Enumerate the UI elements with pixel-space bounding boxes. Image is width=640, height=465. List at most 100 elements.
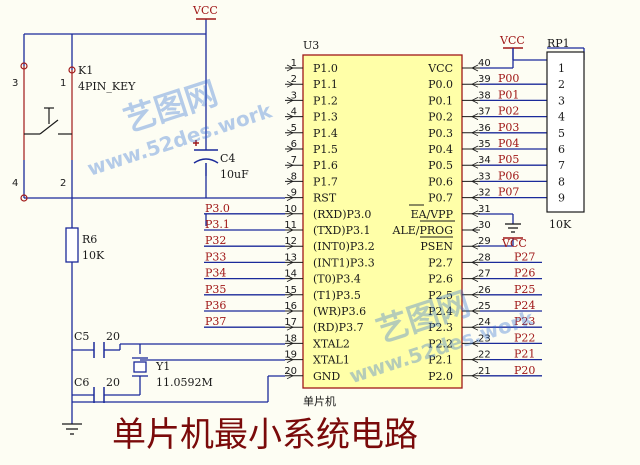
u3-pin-number: 16	[284, 301, 297, 312]
u3-pin-name: P2.1	[428, 354, 453, 367]
u3-pin-arrow	[471, 80, 479, 88]
u3-pin-name: P1.1	[313, 78, 338, 91]
u3-pin-number: 14	[284, 269, 297, 280]
u3-pin-name: (T0)P3.4	[313, 273, 361, 286]
net-label: P27	[514, 250, 535, 263]
rp1-pin-number: 4	[558, 111, 565, 124]
c4-capacitor	[193, 140, 219, 176]
u3-pin-number: 1	[291, 58, 297, 69]
u3-pin-arrow	[471, 259, 479, 266]
u3-pin-arrow	[286, 194, 294, 201]
u3-pin-name: XTAL2	[313, 337, 350, 350]
vcc-symbol-right: VCC	[499, 34, 525, 49]
u3-pin-name: P1.3	[313, 111, 338, 124]
u3-pin-number: 36	[478, 123, 491, 134]
c5-ref: C5	[74, 330, 89, 343]
u3-pin-number: 37	[478, 107, 491, 118]
u3-pin-arrow	[471, 210, 479, 218]
u3-pin-name: (INT0)P3.2	[313, 240, 375, 253]
u3-pin-number: 21	[478, 366, 491, 377]
k1-switch: 3 1 4 2	[12, 62, 76, 202]
u3-pin-name: P2.2	[428, 337, 453, 350]
rp1-pin-number: 2	[558, 78, 565, 91]
vcc-label: VCC	[501, 237, 527, 250]
u3-pin-number: 2	[291, 74, 297, 85]
net-label: P03	[498, 121, 519, 134]
u3-pin-arrow	[286, 259, 294, 266]
rp1-pin-number: 8	[558, 175, 565, 188]
overbars	[409, 204, 455, 238]
c6-ref: C6	[74, 376, 89, 389]
r6-resistor	[65, 227, 79, 263]
u3-pin-name: P2.7	[428, 256, 453, 269]
u3-pin-arrow	[471, 194, 479, 201]
rp1-pin-number: 7	[558, 159, 565, 172]
u3-pin-arrow	[286, 210, 294, 218]
u3-pin-arrow	[286, 372, 294, 380]
u3-pin-number: 35	[478, 139, 491, 150]
u3-name: 单片机	[303, 394, 336, 408]
net-label: P01	[498, 88, 519, 101]
u3-pin-name: P2.3	[428, 321, 453, 334]
rp1-pin-number: 6	[558, 143, 565, 156]
u3-pin-number: 3	[291, 90, 297, 101]
net-label: P34	[205, 267, 226, 280]
net-label: P25	[514, 283, 535, 296]
rp1-value: 10K	[549, 218, 572, 231]
net-label: P24	[514, 299, 535, 312]
u3-pin-arrow	[286, 356, 294, 363]
u3-pin-number: 27	[478, 269, 491, 280]
u3-pin-number: 28	[478, 252, 491, 263]
u3-pin-number: 25	[478, 301, 491, 312]
vcc-label: VCC	[192, 4, 218, 17]
net-label: P06	[498, 169, 519, 182]
u3-pin-name: P1.4	[313, 127, 338, 140]
u3-pin-name: P2.4	[428, 305, 453, 318]
rp1-pin-number: 3	[558, 94, 565, 107]
u3-pin-number: 20	[284, 366, 297, 377]
u3-pin-name: XTAL1	[313, 354, 350, 367]
u3-pin-name: ALE/PROG	[392, 224, 453, 237]
u3-pin-arrow	[286, 129, 294, 137]
u3-pin-arrow	[471, 340, 479, 347]
u3-pin-number: 29	[478, 236, 491, 247]
u3-pin-arrow	[471, 323, 479, 331]
u3-pin-name: P0.1	[428, 94, 453, 107]
net-label: P32	[205, 234, 226, 247]
c6-capacitor	[93, 387, 105, 403]
u3-pin-arrow	[471, 97, 479, 104]
u3-pin-name: RST	[313, 192, 337, 205]
u3-pin-name: PSEN	[420, 240, 453, 253]
net-label: P00	[498, 72, 519, 85]
u3-pin-arrow	[286, 80, 294, 88]
u3-pin-number: 34	[478, 155, 491, 166]
u3-pin-name: P0.5	[428, 159, 453, 172]
u3-pin-arrow	[471, 291, 479, 299]
u3-pin-arrow	[471, 64, 479, 72]
k1-pin-label: 2	[60, 178, 66, 189]
u3-pin-number: 4	[291, 107, 297, 118]
u3-pin-number: 17	[284, 317, 297, 328]
u3-pin-name: P1.7	[313, 175, 338, 188]
u3-pin-number: 24	[478, 317, 491, 328]
u3-pin-arrow	[471, 178, 479, 185]
u3-pin-number: 31	[478, 204, 491, 215]
net-label: P3.1	[205, 218, 230, 231]
u3-pin-number: 22	[478, 350, 491, 361]
net-label: P05	[498, 153, 519, 166]
net-label: P22	[514, 331, 535, 344]
u3-pin-name: (WR)P3.6	[313, 305, 366, 318]
diagram-title: 单片机最小系统电路	[112, 415, 418, 455]
vcc-symbol-ea: VCC	[501, 237, 527, 250]
u3-pin-number: 32	[478, 188, 491, 199]
c4-value: 10uF	[220, 168, 249, 181]
u3-pin-number: 6	[291, 139, 297, 150]
net-label: P21	[514, 348, 535, 361]
u3-pin-name: P0.6	[428, 175, 453, 188]
u3-pin-arrow	[286, 97, 294, 104]
u3-pin-number: 8	[291, 171, 297, 182]
rp1-pin-number: 5	[558, 127, 565, 140]
u3-pin-number: 33	[478, 171, 491, 182]
u3-pin-name: EA/VPP	[411, 208, 454, 221]
